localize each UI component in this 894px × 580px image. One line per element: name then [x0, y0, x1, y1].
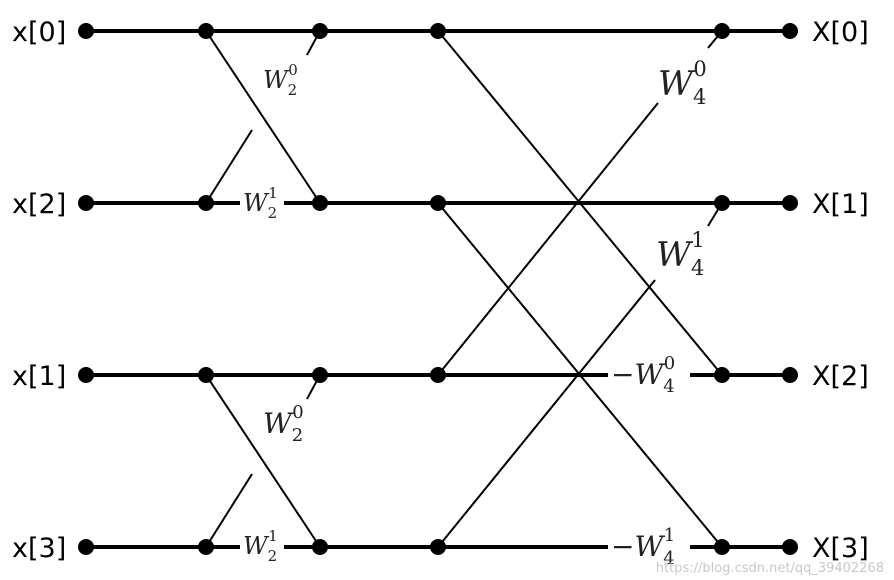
- node: [312, 23, 328, 39]
- node: [714, 539, 730, 555]
- cross-s1-top-down: [205, 30, 321, 204]
- node: [430, 367, 446, 383]
- node: [78, 195, 94, 211]
- twiddle-s1-bot-inline: W21: [243, 527, 278, 565]
- twiddle-s1-top-inline: W21: [243, 184, 278, 222]
- node: [78, 23, 94, 39]
- rails: [86, 29, 790, 549]
- output-labels: X[0] X[1] X[2] X[3]: [812, 17, 869, 564]
- input-label-3: x[3]: [12, 533, 66, 564]
- node: [312, 539, 328, 555]
- output-label-1: X[1]: [812, 189, 869, 220]
- node: [714, 367, 730, 383]
- node: [782, 23, 798, 39]
- watermark: https://blog.csdn.net/qq_39402268: [656, 561, 884, 576]
- node: [430, 195, 446, 211]
- twiddle-s1-top-cross: W20: [263, 61, 298, 99]
- cross-s2-down-1: [437, 202, 723, 548]
- input-label-0: x[0]: [12, 17, 66, 48]
- node: [782, 367, 798, 383]
- output-label-2: X[2]: [812, 361, 869, 392]
- cross-s2-down-0: [437, 30, 723, 376]
- twiddle-s2-w40: W40: [658, 57, 707, 109]
- output-label-3: X[3]: [812, 533, 869, 564]
- node: [198, 23, 214, 39]
- twiddle-s1-bot-cross: W20: [263, 402, 304, 446]
- cross-s2-up-1-a: [437, 279, 656, 548]
- node: [714, 23, 730, 39]
- node: [78, 539, 94, 555]
- node: [198, 539, 214, 555]
- node: [198, 367, 214, 383]
- twiddle-s2-w41: W41: [656, 228, 705, 280]
- node: [78, 367, 94, 383]
- cross-s1-bot-up-a: [205, 473, 253, 548]
- node: [198, 195, 214, 211]
- twiddle-s2-neg-w41: −W41: [611, 525, 675, 569]
- cross-s1-top-up-a: [205, 129, 253, 204]
- node: [782, 195, 798, 211]
- node: [714, 195, 730, 211]
- cross-s2-up-0-a: [437, 102, 659, 376]
- nodes: [78, 23, 798, 555]
- node: [430, 539, 446, 555]
- cross-s1-bot-down: [205, 374, 321, 548]
- twiddle-s2-neg-w40: −W40: [611, 353, 675, 397]
- output-label-0: X[0]: [812, 17, 869, 48]
- node: [782, 539, 798, 555]
- node: [312, 367, 328, 383]
- input-labels: x[0] x[2] x[1] x[3]: [12, 17, 66, 564]
- input-label-2: x[1]: [12, 361, 66, 392]
- twiddle-labels: W20 W21 W20 W21 W40 W41 −W40 −W41: [243, 57, 707, 569]
- crossings: [205, 30, 723, 548]
- node: [312, 195, 328, 211]
- node: [430, 23, 446, 39]
- input-label-1: x[2]: [12, 189, 66, 220]
